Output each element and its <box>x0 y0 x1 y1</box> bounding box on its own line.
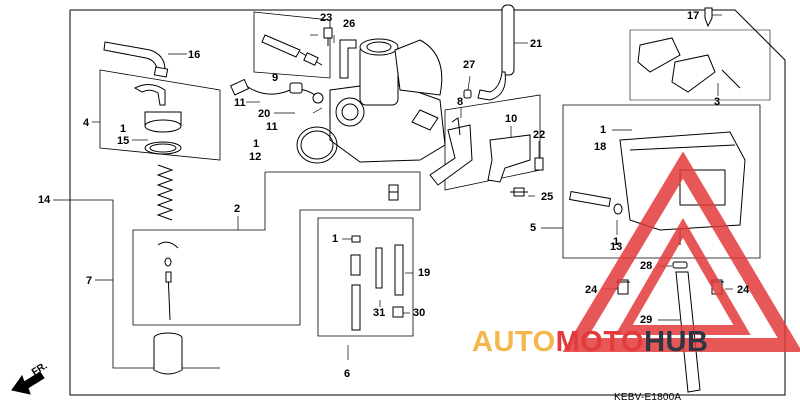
part-label: 18 <box>594 141 607 153</box>
bracket-26 <box>339 39 357 79</box>
carburetor-body <box>329 38 446 163</box>
part-label: 1 <box>332 233 339 245</box>
cap-3 <box>637 37 741 93</box>
spring-14 <box>156 164 174 221</box>
part-label: 20 <box>258 108 271 120</box>
part-label: 19 <box>418 267 431 279</box>
drain-screw-18 <box>569 191 611 207</box>
part-label: 22 <box>533 129 546 141</box>
part-label: 1 <box>600 124 607 136</box>
bolt-25 <box>510 187 528 197</box>
part-label: 25 <box>541 191 554 203</box>
nozzle-17 <box>704 7 713 28</box>
group-outline-9 <box>253 11 331 79</box>
hose-16 <box>103 41 169 78</box>
front-direction-arrow <box>11 371 45 395</box>
watermark-part-2: MOTO <box>555 326 645 358</box>
part-label: 31 <box>373 307 386 319</box>
part-label: 11 <box>234 97 246 109</box>
group-outline-3 <box>629 29 771 101</box>
part-label: 8 <box>457 96 464 108</box>
part-label: 23 <box>320 12 333 24</box>
jets-6 <box>350 235 404 331</box>
watermark-part-1: AUTO <box>472 326 556 358</box>
watermark-text: AUTOMOTOHUB <box>472 326 708 359</box>
leader-lines <box>53 14 733 360</box>
bolt-23 <box>323 27 333 46</box>
part-label: 16 <box>188 49 201 61</box>
group-outline-6 <box>317 217 414 337</box>
gasket-12 <box>296 126 338 164</box>
bracket-10 <box>487 134 531 183</box>
part-label: 11 <box>266 121 278 133</box>
group-outline-5 <box>562 104 761 259</box>
part-label: 7 <box>86 275 93 287</box>
part-label: 15 <box>117 135 130 147</box>
part-label: 12 <box>249 151 262 163</box>
part-label: 29 <box>640 314 653 326</box>
jet-9 <box>261 34 323 66</box>
part-label: 21 <box>530 38 543 50</box>
part-label: 14 <box>38 194 51 206</box>
part-label: 27 <box>463 59 476 71</box>
part-label: 24 <box>737 284 750 296</box>
part-label: 9 <box>272 72 279 84</box>
bracket-8 <box>429 117 473 186</box>
fuel-cap-4 <box>133 84 182 155</box>
throttle-valve-7 <box>153 332 183 375</box>
part-label: 2 <box>234 203 241 215</box>
part-label: 6 <box>344 368 351 380</box>
part-label: 10 <box>505 113 518 125</box>
part-label: 13 <box>610 241 623 253</box>
part-label: 24 <box>585 284 598 296</box>
part-label: 1 <box>253 138 260 150</box>
clip-27 <box>463 89 472 99</box>
diagram-frame <box>69 9 786 396</box>
part-label: 28 <box>640 260 653 272</box>
part-label: 1 <box>120 123 127 135</box>
needle-7 <box>157 241 179 321</box>
watermark-logo <box>562 151 800 352</box>
group-outline-2 <box>132 171 421 326</box>
hose-21 <box>477 4 515 101</box>
screw-2 <box>388 184 399 201</box>
watermark-part-3: HUB <box>644 326 709 358</box>
o-ring-13 <box>613 203 623 215</box>
part-label: 5 <box>530 222 537 234</box>
part-label: 3 <box>714 96 721 108</box>
part-label: 30 <box>413 307 426 319</box>
choke-cable-11 <box>229 78 324 104</box>
part-label: 1 <box>613 236 620 248</box>
part-label: 4 <box>83 117 90 129</box>
part-label: 17 <box>687 10 700 22</box>
drawing-code: KEBV-E1800A <box>614 392 682 403</box>
group-outline-14 <box>70 199 220 369</box>
bolt-22 <box>534 157 544 171</box>
clip-28 <box>672 261 688 269</box>
part-label: 26 <box>343 18 356 30</box>
